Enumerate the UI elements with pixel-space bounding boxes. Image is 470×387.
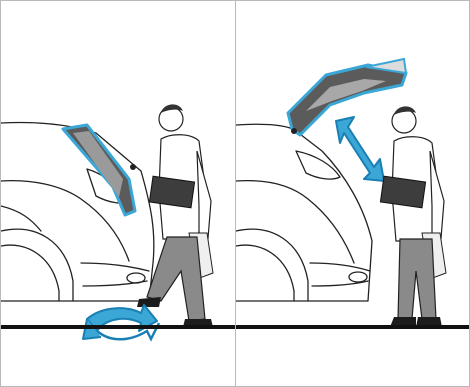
curved-double-arrow-icon xyxy=(83,305,159,339)
car-rear-illustration-open xyxy=(236,124,372,301)
tailgate-closed xyxy=(63,125,136,215)
panel-tailgate-opening xyxy=(236,1,469,386)
ground-line xyxy=(236,325,469,329)
panel-tailgate-opening-drawing xyxy=(236,1,469,386)
person-kicking xyxy=(137,104,213,327)
panel-foot-gesture xyxy=(1,1,236,386)
panel-foot-gesture-drawing xyxy=(1,1,235,386)
up-down-arrow-icon xyxy=(336,117,384,181)
person-standing xyxy=(380,106,446,327)
ground-line xyxy=(1,325,235,329)
